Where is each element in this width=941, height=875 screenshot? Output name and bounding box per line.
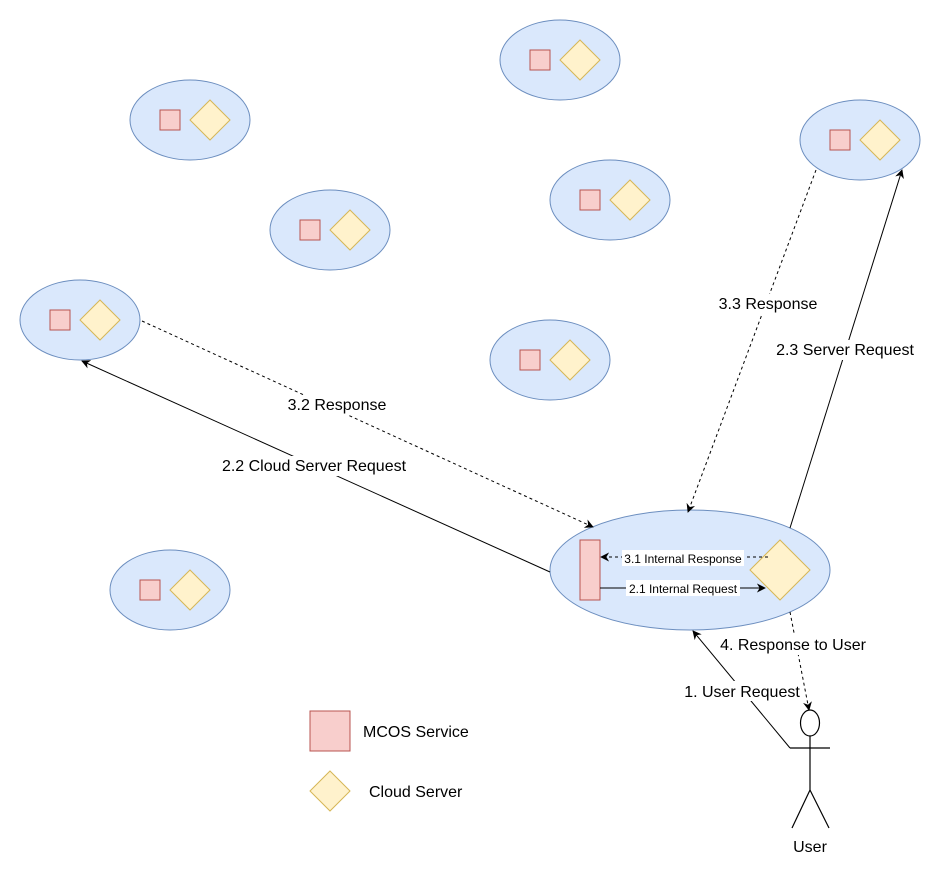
mcos-service-icon: [159, 109, 181, 131]
edge-response-32: [141, 320, 594, 528]
label-response-to-user: 4. Response to User: [720, 637, 867, 654]
mcos-service-icon: [49, 309, 71, 331]
main-mcos-service: [579, 539, 601, 601]
edge-response-33: [686, 169, 817, 513]
cloud-server-icon: [329, 209, 371, 251]
label-server-request: 2.3 Server Request: [776, 342, 914, 359]
mcos-service-icon: [299, 219, 321, 241]
cloud-node: [499, 19, 621, 101]
user-actor-icon: [790, 709, 830, 829]
label-cloud-server-request: 2.2 Cloud Server Request: [222, 458, 407, 475]
cloud-server-icon: [609, 179, 651, 221]
cloud-node: [549, 159, 671, 241]
legend-mcos-service-icon: [309, 710, 351, 752]
cloud-server-icon: [169, 569, 211, 611]
cloud-server-icon: [549, 339, 591, 381]
label-response-32: 3.2 Response: [288, 397, 387, 414]
legend-cloud-server-label: Cloud Server: [369, 784, 463, 801]
main-cloud-node: [549, 509, 831, 631]
mcos-service-icon: [519, 349, 541, 371]
user-actor-label: User: [793, 839, 827, 856]
edge-response-to-user: [789, 611, 812, 711]
mcos-service-icon: [579, 189, 601, 211]
cloud-node: [19, 279, 141, 361]
cloud-node: [799, 99, 921, 181]
label-internal-response: 3.1 Internal Response: [624, 552, 742, 566]
label-internal-request: 2.1 Internal Request: [629, 582, 738, 596]
cloud-node: [489, 319, 611, 401]
label-response-33: 3.3 Response: [719, 296, 818, 313]
cloud-server-icon: [559, 39, 601, 81]
legend-cloud-server-icon: [309, 770, 351, 812]
cloud-node: [129, 79, 251, 161]
cloud-node: [109, 549, 231, 631]
cloud-server-icon: [189, 99, 231, 141]
legend: MCOS Service Cloud Server: [309, 710, 469, 812]
mcos-service-icon: [529, 49, 551, 71]
mcos-service-icon: [139, 579, 161, 601]
cloud-node: [269, 189, 391, 271]
cloud-server-icon: [79, 299, 121, 341]
label-user-request: 1. User Request: [684, 684, 800, 701]
mcos-service-icon: [829, 129, 851, 151]
legend-mcos-service-label: MCOS Service: [363, 724, 469, 741]
cloud-server-icon: [859, 119, 901, 161]
